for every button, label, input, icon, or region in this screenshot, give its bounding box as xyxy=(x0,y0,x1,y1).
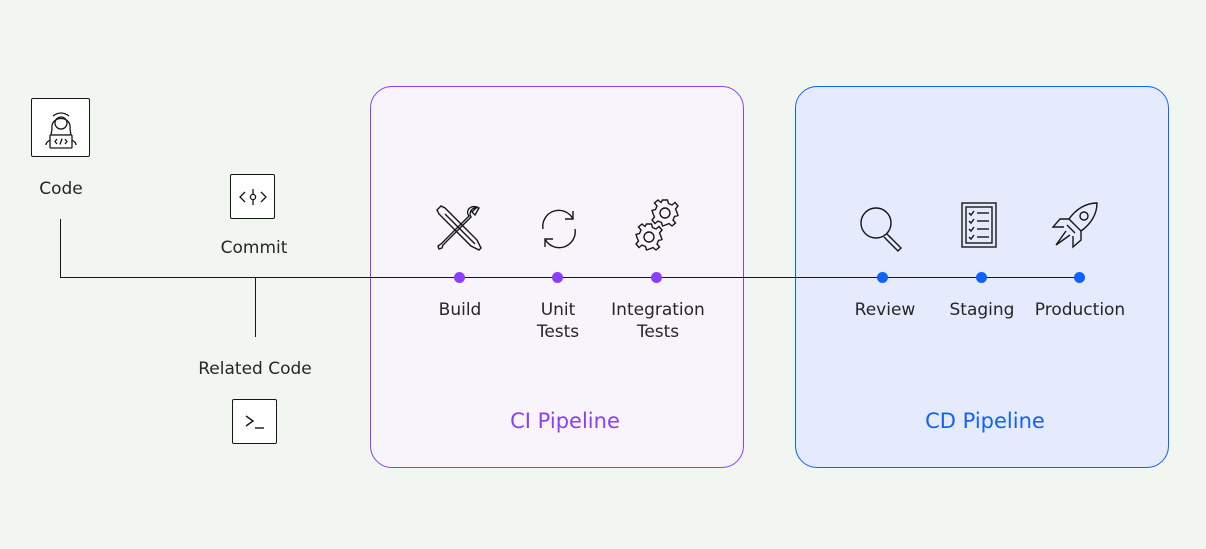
terminal-icon xyxy=(232,399,277,444)
search-icon xyxy=(858,205,906,253)
commit-icon xyxy=(230,174,275,219)
rocket-icon xyxy=(1050,201,1100,251)
related-code-label: Related Code xyxy=(198,359,312,379)
integration-tests-dot xyxy=(651,272,662,283)
code-vertical-line xyxy=(60,219,61,278)
integration-tests-label-line2: Tests xyxy=(636,322,680,342)
integration-tests-label: Integration Tests xyxy=(593,299,723,343)
ci-pipeline-title: CI Pipeline xyxy=(510,409,620,433)
gears-icon xyxy=(633,197,683,255)
checklist-icon xyxy=(960,201,998,249)
tools-icon xyxy=(435,204,483,252)
production-dot xyxy=(1074,272,1085,283)
developer-icon xyxy=(31,98,90,157)
refresh-icon xyxy=(535,205,583,253)
build-dot xyxy=(454,272,465,283)
unit-tests-label: Unit Tests xyxy=(498,299,618,343)
unit-tests-dot xyxy=(552,272,563,283)
review-label: Review xyxy=(854,300,916,320)
main-timeline xyxy=(60,277,1080,278)
build-label: Build xyxy=(400,299,520,321)
review-dot xyxy=(877,272,888,283)
integration-tests-label-line1: Integration xyxy=(611,300,705,320)
unit-tests-label-line1: Unit xyxy=(540,300,576,320)
code-label: Code xyxy=(39,179,83,199)
related-code-line xyxy=(255,278,256,337)
build-label-line1: Build xyxy=(438,300,482,320)
staging-label: Staging xyxy=(949,300,1015,320)
production-label: Production xyxy=(1034,300,1126,320)
unit-tests-label-line2: Tests xyxy=(536,322,580,342)
cd-pipeline-title: CD Pipeline xyxy=(925,409,1045,433)
staging-dot xyxy=(976,272,987,283)
commit-label: Commit xyxy=(220,238,288,258)
